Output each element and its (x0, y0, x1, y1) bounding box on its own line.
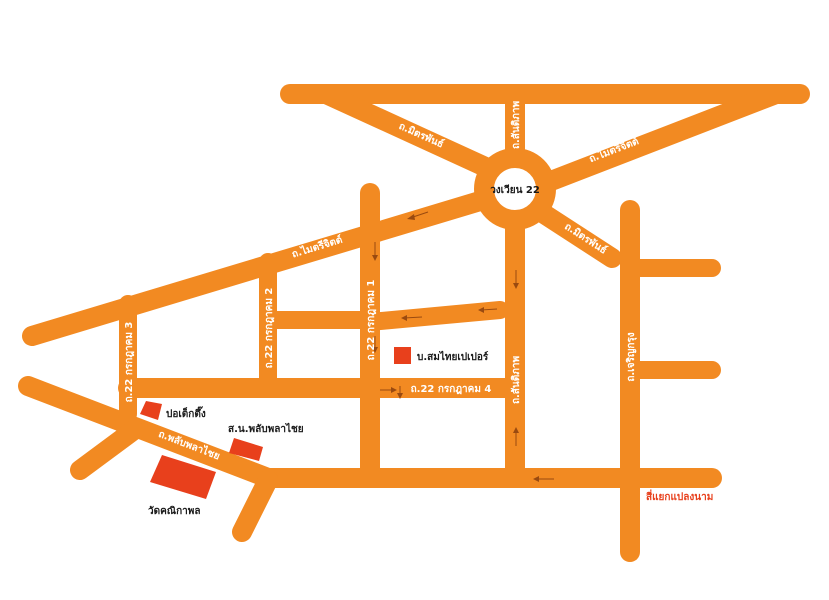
place-label-po-dek-tueng: ปอเต็กตึ๊ง (166, 406, 206, 420)
road-phlab-phla-chai (18, 376, 278, 488)
arrow-west-on-link-road (401, 315, 423, 321)
arrow-west-on-maitrichit (407, 211, 429, 220)
sam-thai-paper-marker (394, 347, 411, 364)
road-label-charoen-krung: ถ.เจริญกรุง (625, 332, 637, 381)
po-dek-tueng-marker (140, 401, 162, 420)
road-label-krakatkhom-3: ถ.22 กรกฎาคม 3 (124, 322, 135, 403)
direction-label-plaeng-nam: สี่แยกแปลงนาม (646, 489, 713, 503)
buildings (140, 347, 411, 499)
wat-khanikaphon-marker (150, 455, 216, 499)
road-mitraphan-nw (316, 84, 502, 180)
arrow-west-on-link-road-east (478, 307, 498, 313)
arrow-north-on-santiphap (513, 427, 519, 446)
direction-arrows (372, 211, 554, 482)
arrow-south-at-krakatkhom-4 (397, 386, 403, 399)
arrow-west-on-bottom-road (533, 476, 554, 482)
road-label-krakatkhom-1: ถ.22 กรกฎาคม 1 (366, 280, 377, 361)
road-link-upper-right (361, 301, 509, 331)
arrow-south-on-santiphap (513, 270, 519, 289)
road-maitrichit-ne (528, 84, 786, 196)
arrow-south-on-krakatkhom-1-top (372, 242, 378, 261)
road-label-krakatkhom-4: ถ.22 กรกฎาคม 4 (411, 384, 492, 395)
road-label-santiphap-north: ถ.สันติภาพ (510, 101, 522, 149)
roundabout (474, 148, 556, 230)
police-station-marker (229, 438, 263, 461)
road-label-santiphap-south: ถ.สันติภาพ (510, 356, 522, 404)
roundabout-label: วงเวียน 22 (490, 184, 540, 196)
roads (18, 84, 810, 562)
road-southwest-diagonal (70, 420, 144, 480)
road-mitraphan-se (528, 200, 622, 268)
arrow-south-on-krakatkhom-1-bottom (372, 336, 378, 353)
road-label-krakatkhom-2: ถ.22 กรกฎาคม 2 (264, 288, 275, 369)
arrow-east-on-krakatkhom-4 (380, 387, 397, 393)
road-south-diagonal (232, 470, 278, 542)
place-label-sam-thai-paper: บ.สมไทยเปเปอร์ (417, 350, 489, 363)
place-label-police-station: ส.น.พลับพลาไชย (228, 422, 304, 435)
place-label-wat-khanikaphon: วัดคณิกาพล (148, 505, 200, 517)
place-labels: บ.สมไทยเปเปอร์ ปอเต็กตึ๊ง ส.น.พลับพลาไชย… (148, 350, 713, 517)
